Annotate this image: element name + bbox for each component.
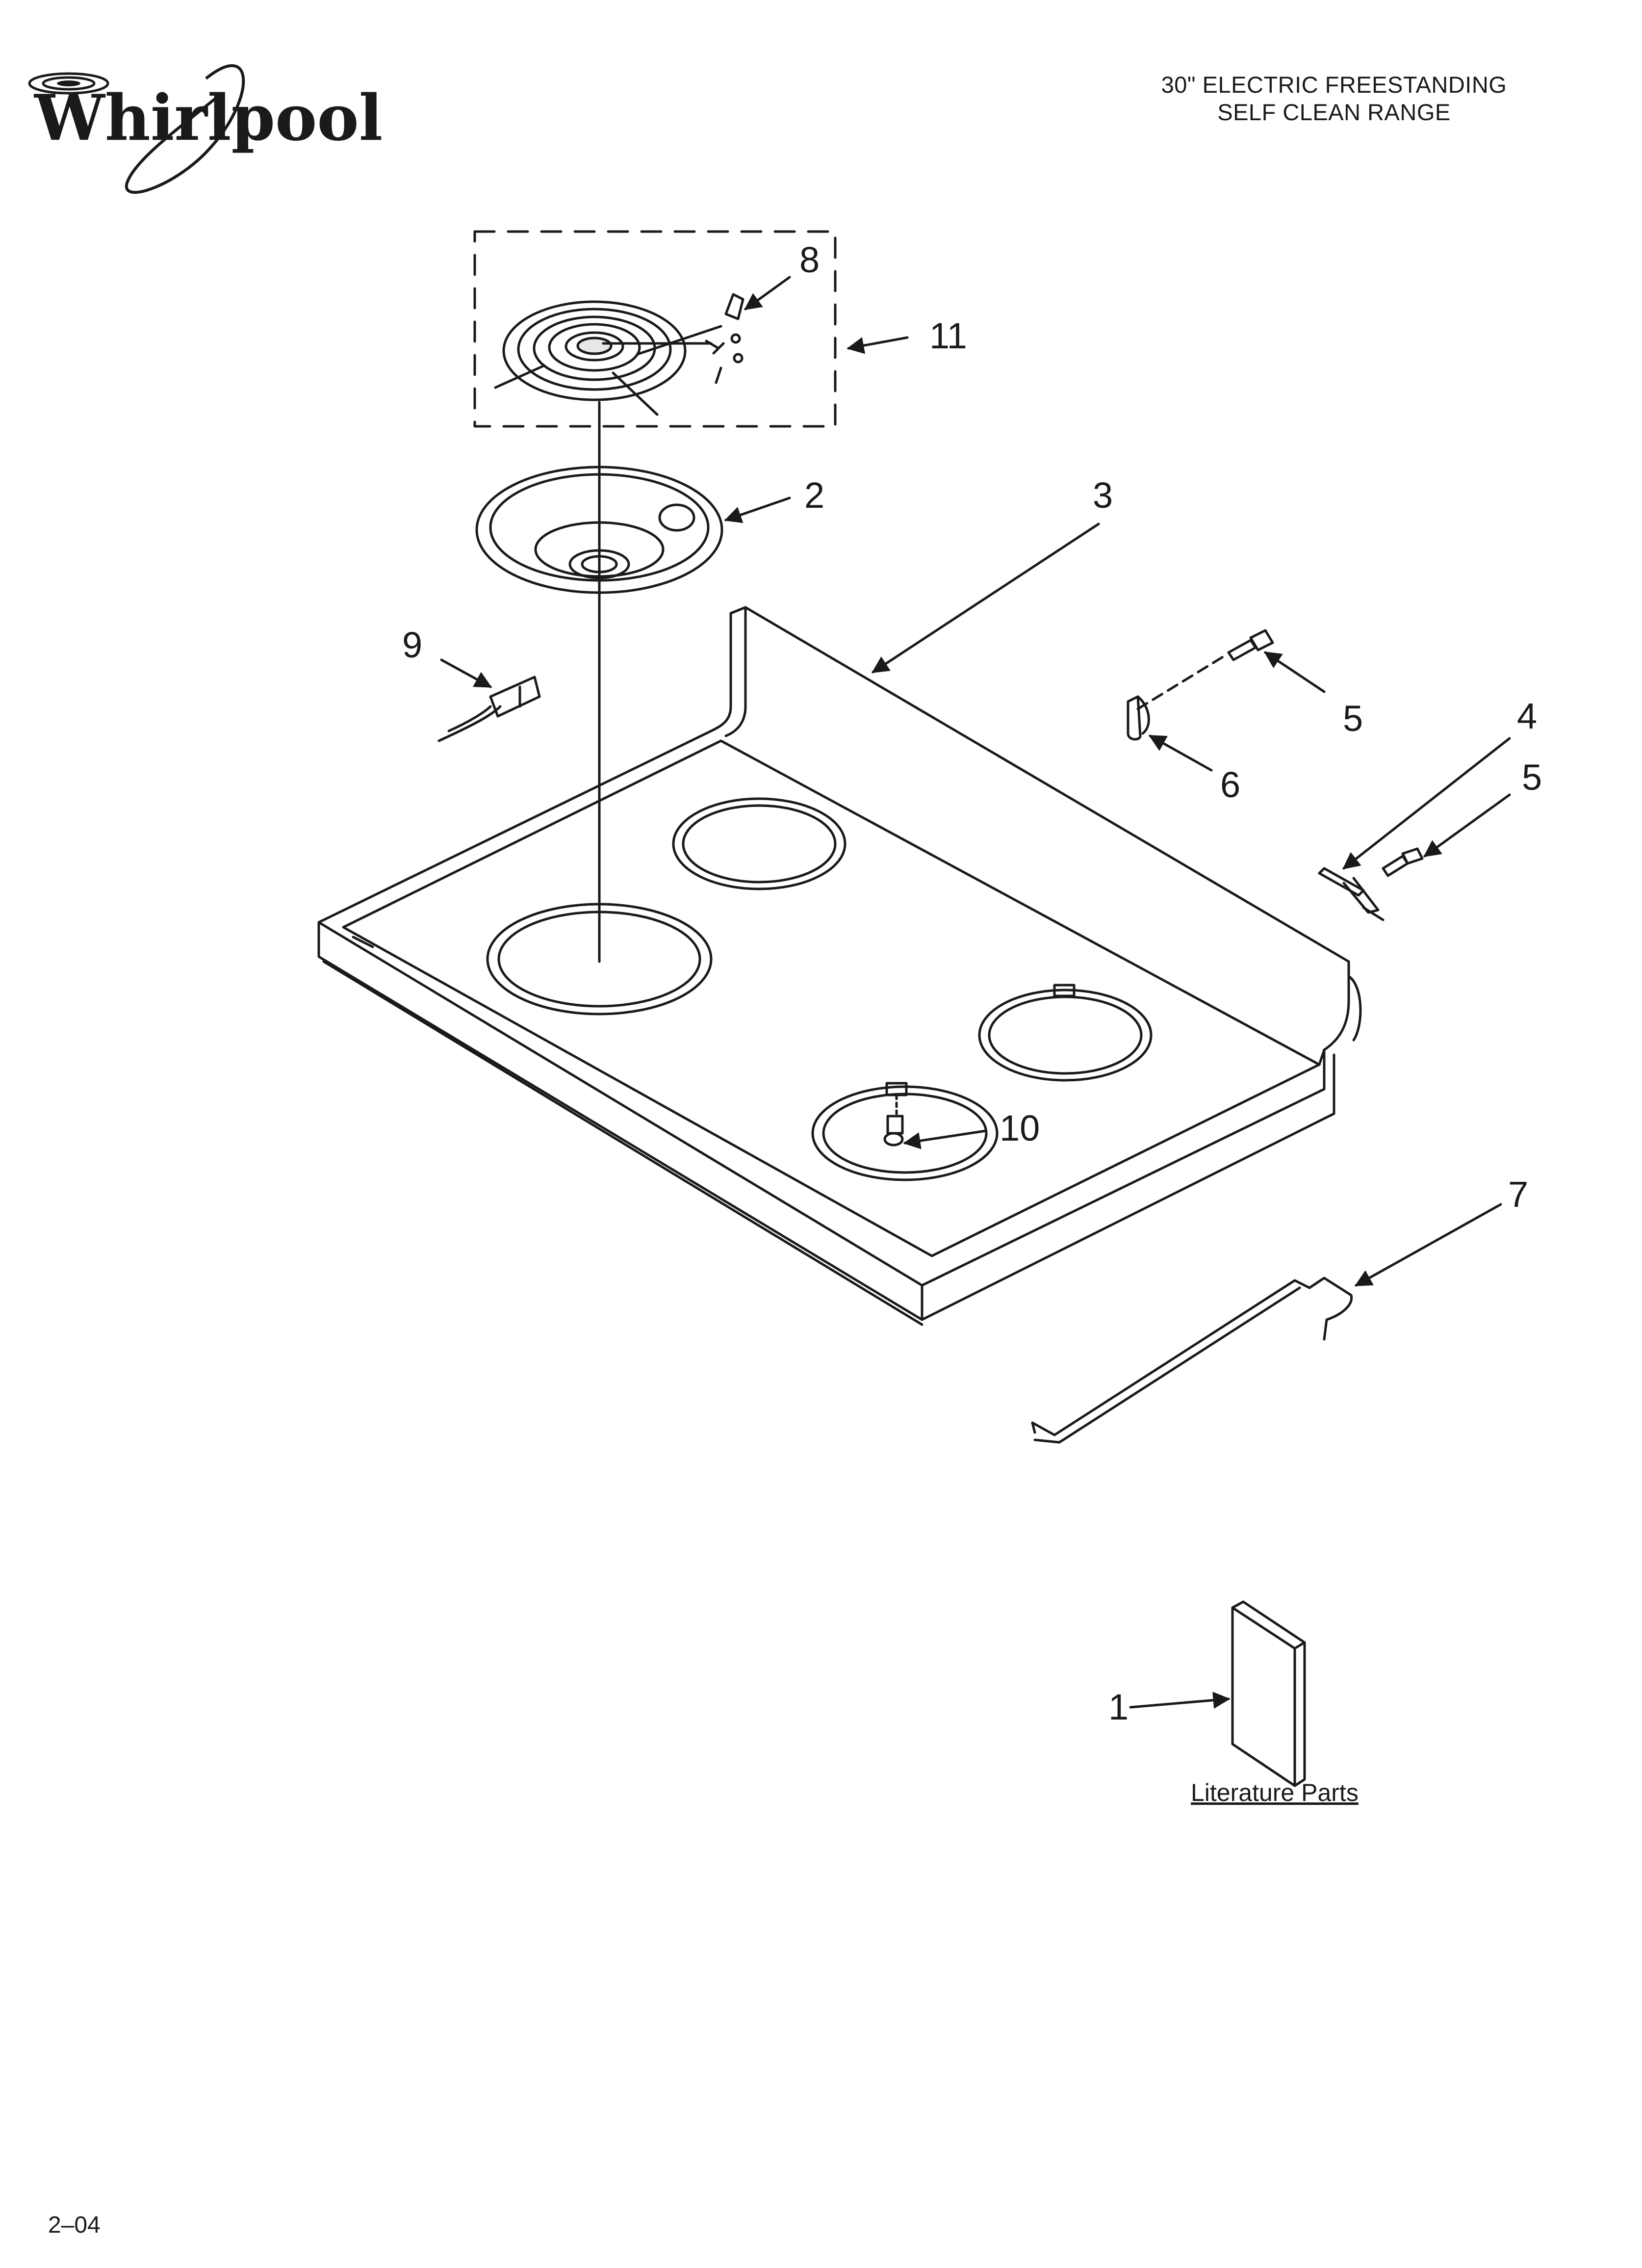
leader-5-lower — [1423, 793, 1511, 858]
callout-6: 6 — [1220, 764, 1240, 805]
literature-booklet — [1231, 1600, 1306, 1787]
callout-4: 4 — [1517, 696, 1537, 736]
burner-opening-left-rear — [672, 797, 847, 890]
leader-1 — [1129, 1692, 1231, 1709]
leader-4 — [1342, 737, 1511, 870]
burner-opening-right-rear — [978, 984, 1153, 1082]
leader-8 — [744, 276, 791, 311]
leader-2 — [724, 496, 791, 523]
clip-part-6 — [1127, 695, 1150, 741]
cooktop — [317, 606, 1362, 1326]
leader-6 — [1148, 734, 1213, 772]
leader-7 — [1354, 1203, 1502, 1287]
bracket-part-4 — [1318, 867, 1385, 921]
callout-5-lower: 5 — [1522, 757, 1542, 798]
terminal-clip — [705, 293, 744, 384]
callout-10: 10 — [1000, 1108, 1040, 1148]
callout-5-upper: 5 — [1343, 698, 1363, 739]
title-line-1: 30" ELECTRIC FREESTANDING — [1161, 72, 1507, 98]
whirlpool-logo: Whirlpool — [28, 64, 383, 194]
surface-element-coil — [494, 300, 722, 416]
screw-part-5-upper — [1227, 629, 1274, 661]
brand-wordmark: Whirlpool — [33, 81, 383, 155]
page-title: 30" ELECTRIC FREESTANDING SELF CLEAN RAN… — [1089, 71, 1579, 126]
callout-2: 2 — [804, 475, 824, 516]
callout-8: 8 — [799, 239, 820, 280]
element-assembly-box — [473, 230, 837, 428]
callout-9: 9 — [402, 625, 422, 665]
burner-opening-left-front — [486, 903, 713, 1016]
screw-part-5-lower — [1382, 847, 1424, 877]
leader-3 — [872, 522, 1100, 674]
callout-7: 7 — [1508, 1174, 1528, 1215]
leader-9 — [440, 658, 492, 688]
leader-11 — [847, 336, 909, 354]
wire-connector — [437, 676, 541, 742]
title-line-2: SELF CLEAN RANGE — [1217, 99, 1451, 125]
leader-10 — [903, 1129, 987, 1149]
callout-1: 1 — [1108, 1687, 1129, 1727]
literature-parts-label: Literature Parts — [1191, 1779, 1359, 1806]
screw-part-10 — [883, 1094, 904, 1147]
leader-5-upper — [1264, 651, 1326, 693]
screw-path-upper — [1136, 653, 1228, 710]
burner-opening-right-front — [811, 1082, 999, 1181]
callout-11: 11 — [929, 315, 967, 356]
rod-part-7 — [1031, 1277, 1353, 1436]
page-code: 2–04 — [48, 2212, 101, 2238]
callout-3: 3 — [1093, 475, 1113, 516]
